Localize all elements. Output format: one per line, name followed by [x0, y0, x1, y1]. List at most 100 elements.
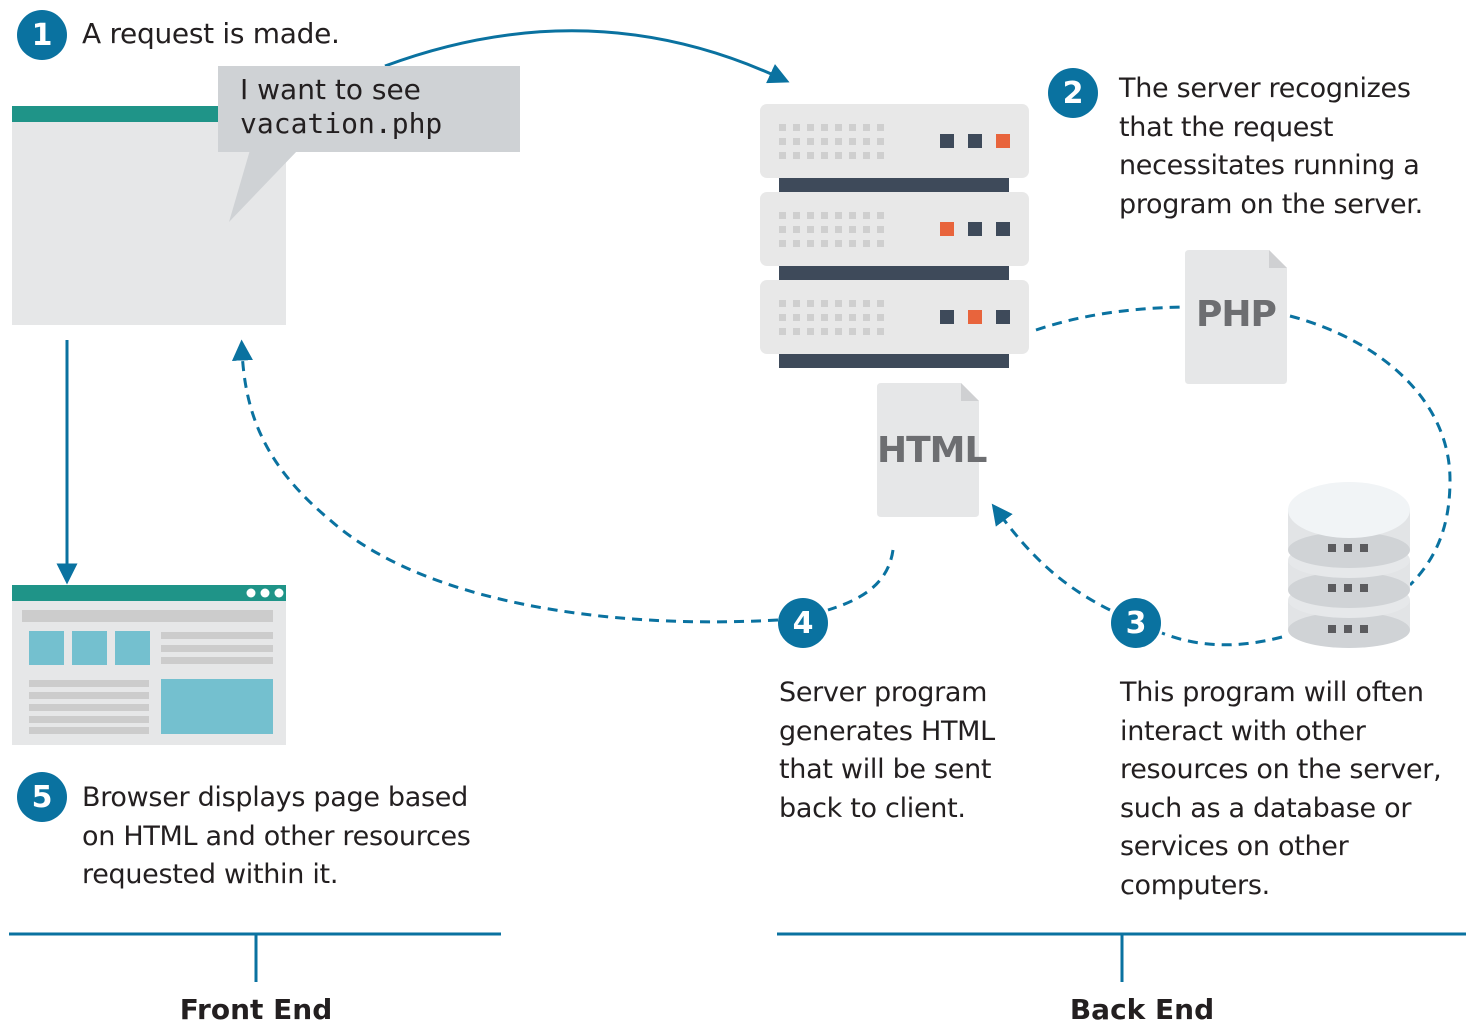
server-vent [793, 328, 800, 335]
server-vent [821, 226, 828, 233]
server-vent [863, 300, 870, 307]
server-vent [877, 212, 884, 219]
server-vent [863, 240, 870, 247]
server-unit [760, 192, 1029, 266]
server-vent [835, 212, 842, 219]
server-vent [849, 124, 856, 131]
server-vent [779, 152, 786, 159]
server-vent [821, 240, 828, 247]
server-vent [877, 328, 884, 335]
server-vent [849, 138, 856, 145]
server-vent [807, 226, 814, 233]
server-vent [863, 124, 870, 131]
server-vent [779, 300, 786, 307]
server-unit [760, 280, 1029, 354]
server-vent [835, 328, 842, 335]
server-vent [863, 138, 870, 145]
step-4-badge: 4 [778, 598, 828, 648]
server-vent [807, 124, 814, 131]
server-vent [877, 124, 884, 131]
speech-bubble [218, 66, 520, 152]
front-end-bracket [9, 932, 501, 982]
server-unit-base [779, 354, 1009, 368]
server-vent [849, 152, 856, 159]
server-vent [877, 240, 884, 247]
server-led [968, 222, 982, 236]
step-5-text: Browser displays page based on HTML and … [82, 782, 471, 890]
server-vent [779, 124, 786, 131]
step-2-text: The server recognizes that the request n… [1119, 73, 1423, 220]
step-3-badge: 3 [1111, 598, 1161, 648]
server-vent [863, 314, 870, 321]
server-vent [835, 240, 842, 247]
server-vent [863, 212, 870, 219]
server-led [968, 134, 982, 148]
server-led [940, 222, 954, 236]
server-vent [779, 240, 786, 247]
server-vent [849, 226, 856, 233]
request-arrow [384, 29, 790, 84]
step-3-text: This program will often interact with ot… [1120, 677, 1442, 901]
server-vent [807, 138, 814, 145]
server-vent [835, 124, 842, 131]
server-vent [793, 212, 800, 219]
back-end-bracket [777, 932, 1466, 982]
server-vent [807, 152, 814, 159]
server-vent [821, 314, 828, 321]
step-4-text: Server program generates HTML that will … [779, 677, 995, 824]
server-unit-base [779, 178, 1009, 192]
server-vent [849, 314, 856, 321]
server-unit-base [779, 266, 1009, 280]
server-to-php-line [1035, 305, 1184, 332]
server-vent [835, 300, 842, 307]
server-vent [793, 300, 800, 307]
server-vent [779, 328, 786, 335]
server-vent [793, 314, 800, 321]
rendered-browser-window [12, 585, 286, 745]
server-vent [821, 328, 828, 335]
php-file-icon [1185, 250, 1287, 384]
server-vent [849, 300, 856, 307]
server-led [940, 134, 954, 148]
server-vent [863, 226, 870, 233]
server-vent [821, 124, 828, 131]
server-vent [835, 138, 842, 145]
front-end-label: Front End [179, 993, 333, 1026]
back-end-label: Back End [1069, 993, 1215, 1026]
server-vent [877, 226, 884, 233]
html-to-step4-line [827, 549, 895, 612]
server-led [996, 222, 1010, 236]
server-led [968, 310, 982, 324]
server-vent [877, 314, 884, 321]
database-to-step3-line [1161, 631, 1283, 647]
server-rack-icon [760, 104, 1029, 368]
server-vent [793, 152, 800, 159]
database-icon [1288, 482, 1410, 648]
speech-bubble-tail [229, 150, 298, 222]
server-led [996, 310, 1010, 324]
html-file-icon [877, 383, 979, 517]
server-vent [807, 300, 814, 307]
step3-to-html-arrow [991, 503, 1111, 612]
server-vent [849, 212, 856, 219]
server-vent [835, 314, 842, 321]
step-1-badge: 1 [17, 10, 67, 60]
server-vent [835, 152, 842, 159]
server-vent [779, 226, 786, 233]
step-1-text: A request is made. [82, 17, 340, 50]
server-led [940, 310, 954, 324]
server-vent [821, 152, 828, 159]
php-file-label: PHP [1196, 294, 1277, 335]
speech-bubble-line1: I want to see [240, 73, 421, 106]
server-vent [877, 138, 884, 145]
server-vent [779, 314, 786, 321]
server-vent [877, 300, 884, 307]
response-arrow [231, 339, 779, 624]
server-vent [793, 124, 800, 131]
server-vent [849, 240, 856, 247]
server-vent [821, 212, 828, 219]
server-vent [821, 300, 828, 307]
step-5-badge: 5 [17, 772, 67, 822]
server-vent [793, 240, 800, 247]
server-vent [779, 212, 786, 219]
